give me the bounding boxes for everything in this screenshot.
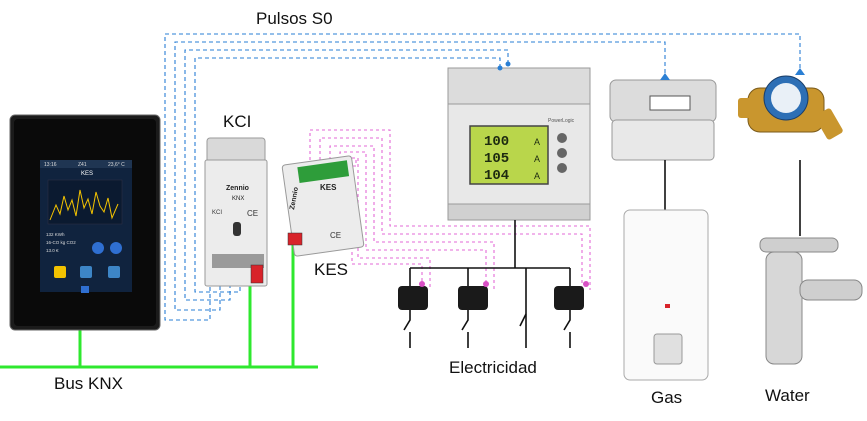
- meter-down-button: [557, 148, 567, 158]
- kci-terminal-block: [212, 254, 264, 268]
- confirm-icon: [54, 266, 66, 278]
- water-tap: [759, 237, 863, 365]
- kes-bus-connector: [287, 232, 303, 246]
- kci-module: Zennio KNX KCI CE: [204, 137, 268, 287]
- ct-clamp-2: [458, 286, 488, 310]
- meter-reading-2: 105: [484, 151, 509, 167]
- bus-knx-label: Bus KNX: [54, 374, 123, 393]
- meter-reading-1: 100: [484, 134, 509, 150]
- kci-model: KCI: [212, 210, 222, 216]
- panel-clock: 13:16: [44, 162, 57, 168]
- kes-label: KES: [314, 260, 349, 279]
- panel-temp: 23,6° C: [108, 162, 125, 168]
- download-icon: [108, 266, 120, 278]
- gas-boiler: [623, 209, 709, 381]
- tap-body: [765, 251, 803, 365]
- meter-up-button: [557, 133, 567, 143]
- kci-prog-button: [233, 222, 241, 236]
- gas-label: Gas: [651, 388, 683, 407]
- pulse-output-markers: [497, 61, 805, 80]
- panel-graph-line: [49, 189, 119, 221]
- power-meter: 100 105 104 A A A PowerLogic: [447, 67, 591, 221]
- home-icon: [81, 286, 89, 293]
- water-meter: [738, 75, 843, 236]
- electricity-label: Electricidad: [449, 358, 537, 377]
- meter-reading-3: 104: [484, 168, 509, 184]
- panel-reading-3: 13.0 €: [46, 248, 59, 253]
- ct-clamp-3: [554, 286, 584, 310]
- boiler-control-panel: [653, 333, 683, 365]
- meter-unit-1: A: [534, 137, 540, 147]
- kes-module: Zennio KES CE: [281, 155, 365, 257]
- kes-brand: Zennio: [289, 187, 300, 211]
- ct-clamp-1: [398, 286, 428, 310]
- tap-handle: [759, 237, 839, 253]
- panel-brand: Z41: [78, 162, 87, 168]
- gas-meter-counter: [649, 95, 691, 111]
- panel-graph: [47, 179, 123, 225]
- kci-mark: CE: [247, 209, 258, 218]
- meter-unit-2: A: [534, 154, 540, 164]
- meter-ok-button: [557, 163, 567, 173]
- pulse-wiring: [164, 33, 801, 321]
- meter-screen: [469, 125, 549, 185]
- panel-reading-2: 16-CO kg CO2: [46, 240, 76, 245]
- gas-meter: [609, 79, 717, 210]
- kci-tag: KNX: [232, 196, 244, 202]
- kes-terminal-block: [297, 160, 350, 184]
- knx-bus-line: [0, 245, 318, 369]
- tap-spout: [799, 279, 863, 301]
- kci-brand: Zennio: [226, 185, 249, 192]
- refresh-icon: [80, 266, 92, 278]
- zoom-in-icon: [92, 242, 104, 254]
- meter-unit-3: A: [534, 171, 540, 181]
- meter-brand: PowerLogic: [548, 118, 575, 124]
- panel-screen-title: KES: [81, 171, 93, 177]
- ct-clamps: [398, 281, 589, 310]
- kes-mark: CE: [330, 231, 341, 240]
- kes-model: KES: [320, 183, 337, 192]
- panel-reading-1: 132 KWh: [46, 232, 65, 237]
- touch-panel: 13:16 Z41 23,6° C KES 132 KWh 16-CO kg C…: [9, 114, 161, 331]
- water-label: Water: [765, 386, 810, 405]
- kci-label: KCI: [223, 112, 252, 131]
- zoom-out-icon: [110, 242, 122, 254]
- kci-bus-connector: [250, 264, 264, 284]
- pulses-label: Pulsos S0: [256, 9, 333, 28]
